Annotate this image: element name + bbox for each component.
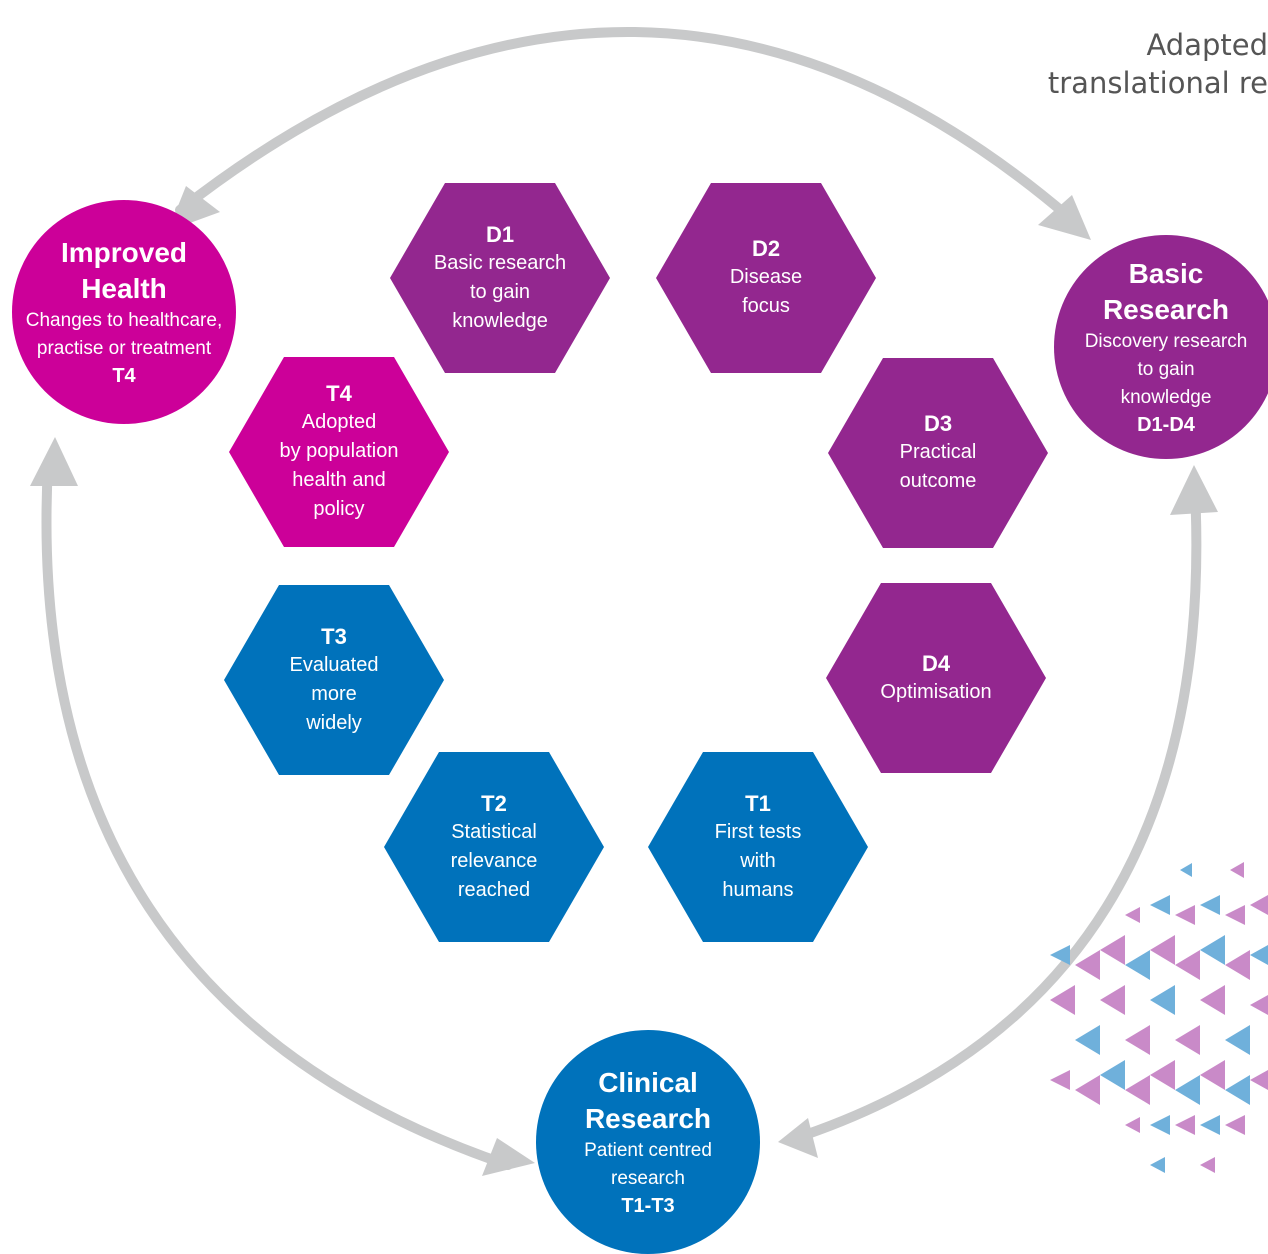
- circle-clinical-research: Clinical Research Patient centred resear…: [536, 1030, 760, 1254]
- arrowhead-to-basic-from-right: [1170, 465, 1218, 515]
- arc-right: [785, 485, 1202, 1145]
- header-note: Adapted translational re: [1047, 28, 1268, 100]
- clinical-research-code: T1-T3: [621, 1195, 675, 1217]
- hex-t2-code: T2: [481, 790, 507, 816]
- improved-health-title: Improved Health: [60, 237, 188, 304]
- hex-d4: D4 Optimisation: [826, 583, 1046, 773]
- arc-left: [41, 460, 513, 1170]
- hex-t3-desc: Evaluated more widely: [289, 653, 379, 734]
- arrowhead-from-clinical-up-left: [30, 437, 78, 486]
- circle-basic-research: Basic Research Discovery research to gai…: [1054, 235, 1268, 459]
- hex-d2-code: D2: [751, 236, 781, 261]
- basic-research-desc: Discovery research to gain knowledge: [1084, 331, 1248, 408]
- hex-t1: T1 First tests with humans: [648, 752, 868, 942]
- hex-t1-desc: First tests with humans: [714, 820, 802, 901]
- hex-t3: T3 Evaluated more widely: [224, 585, 444, 775]
- hex-d1-desc: Basic research to gain knowledge: [433, 251, 567, 332]
- circle-improved-health: Improved Health Changes to healthcare, p…: [12, 200, 236, 424]
- hex-d1-code: D1: [485, 221, 515, 247]
- arc-top: [175, 27, 1075, 223]
- hex-d4-code: D4: [921, 650, 951, 676]
- hex-t2-desc: Statistical relevance reached: [450, 820, 538, 901]
- clinical-research-title: Clinical Research: [584, 1067, 712, 1134]
- arrowhead-to-clinical-from-right: [778, 1118, 818, 1158]
- hex-d2-desc: Disease focus: [729, 266, 803, 317]
- hex-d4-desc: Optimisation: [880, 680, 992, 703]
- basic-research-code: D1-D4: [1137, 414, 1195, 436]
- arrowhead-to-basic-research: [1038, 195, 1091, 240]
- hex-t2: T2 Statistical relevance reached: [384, 752, 604, 942]
- triangle-pattern-decoration: [1050, 862, 1268, 1173]
- hex-d2: D2 Disease focus: [656, 183, 876, 373]
- clinical-research-desc: Patient centred research: [584, 1140, 712, 1189]
- hex-d3-code: D3: [923, 411, 953, 436]
- arrowhead-to-clinical-research: [482, 1138, 535, 1176]
- hex-t4-code: T4: [326, 381, 352, 406]
- improved-health-code: T4: [112, 365, 136, 387]
- hex-d3: D3 Practical outcome: [828, 358, 1048, 548]
- hex-d3-desc: Practical outcome: [899, 441, 977, 492]
- basic-research-title: Basic Research: [1102, 258, 1230, 325]
- hex-t3-code: T3: [321, 623, 347, 649]
- improved-health-desc: Changes to healthcare, practise or treat…: [25, 310, 223, 359]
- hex-t1-code: T1: [745, 790, 771, 816]
- hex-t4-desc: Adopted by population health and policy: [279, 411, 399, 520]
